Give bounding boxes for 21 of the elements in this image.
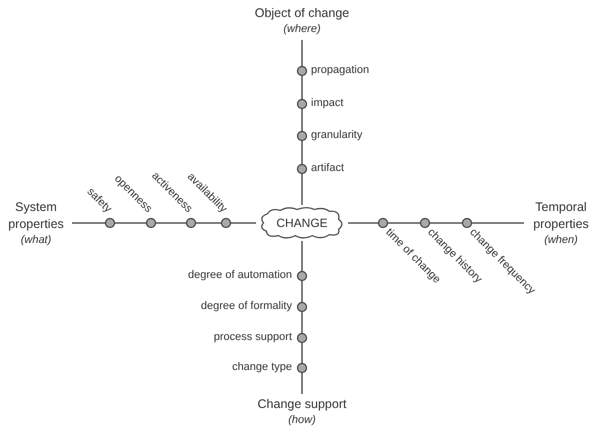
connector-line <box>348 222 524 224</box>
axis-subtitle: (where) <box>283 22 321 37</box>
property-label: degree of automation <box>188 270 292 281</box>
axis-title: Object of change <box>254 5 350 22</box>
axis-subtitle: (when) <box>544 232 578 248</box>
axis-subtitle: (how) <box>288 413 316 428</box>
property-label: artifact <box>311 163 344 174</box>
axis-subtitle: (what) <box>20 232 52 248</box>
property-label: granularity <box>311 130 362 141</box>
property-label: degree of formality <box>200 301 292 312</box>
center-label: CHANGE <box>276 217 328 229</box>
axis-title: Temporal properties <box>532 198 590 232</box>
property-label: propagation <box>311 65 370 76</box>
property-label: process support <box>214 332 292 343</box>
connector-line <box>301 40 303 205</box>
connector-line <box>72 222 256 224</box>
connector-line <box>301 241 303 394</box>
property-label: change type <box>232 362 292 373</box>
axis-title: System properties <box>7 198 65 232</box>
property-label: impact <box>311 98 344 109</box>
axis-title: Change support <box>258 396 346 413</box>
